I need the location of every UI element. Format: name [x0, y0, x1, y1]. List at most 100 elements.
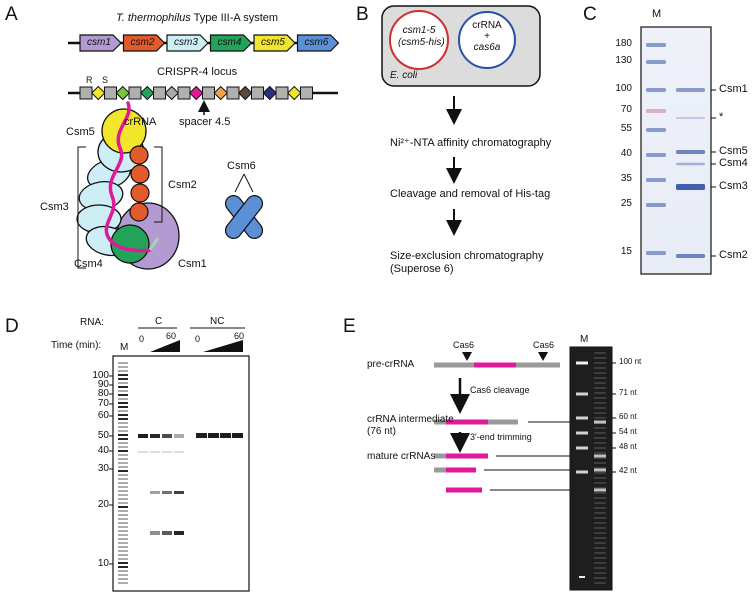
cas6-right-label: Cas6 [533, 340, 555, 350]
product-band [174, 531, 184, 535]
smear [594, 577, 606, 579]
repeat [79, 86, 93, 100]
cas6-site-right [538, 352, 548, 361]
smear [594, 362, 606, 364]
gene-label-csm3: csm3 [174, 37, 198, 48]
protein-band [676, 88, 705, 92]
smear [594, 492, 606, 494]
smear [594, 392, 606, 394]
time-end-nc: 60 [234, 331, 245, 341]
ladder-band [118, 506, 128, 508]
smear [594, 482, 606, 484]
ladder-size-label: 90 [97, 379, 109, 390]
gene-label-csm2: csm2 [130, 37, 155, 48]
substrate-band [232, 433, 243, 438]
protein-band [676, 254, 705, 258]
gel-d-bands [109, 362, 243, 584]
repeat [300, 86, 313, 100]
gel-e-size-label: 100 nt [619, 357, 642, 366]
ladder-band [118, 462, 128, 464]
plasmid-csm [389, 10, 449, 70]
ladder-band [118, 370, 128, 372]
ladder-size-label: 30 [97, 463, 109, 474]
smear [594, 432, 606, 434]
ladder-band [118, 446, 128, 448]
band-label: Csm3 [719, 180, 748, 192]
substrate-band [150, 434, 160, 438]
gene-csm4 [209, 34, 253, 52]
marker-band [576, 431, 588, 435]
smear [594, 522, 606, 524]
csm3-bracket [77, 146, 86, 269]
cleavage-label: Cas6 cleavage [470, 385, 530, 395]
host-label: E. coli [390, 70, 418, 81]
smear [594, 457, 606, 459]
csm2-subunit [130, 164, 150, 184]
complex-csm4-label: Csm4 [74, 258, 103, 270]
ladder-band [118, 434, 128, 436]
panel-letter-a: A [5, 4, 18, 25]
csm2-subunit [129, 145, 149, 165]
ladder-band [118, 458, 128, 460]
smear [594, 497, 606, 499]
ladder-band [118, 538, 128, 540]
gene-csm5 [253, 34, 296, 52]
substrate-band [138, 434, 148, 438]
ladder-size-label: 80 [97, 388, 109, 399]
csm5-subunit [101, 108, 147, 154]
marker-band [646, 128, 666, 132]
gene-csm6 [296, 34, 340, 52]
smear [594, 407, 606, 409]
smear [594, 417, 606, 419]
gene-label-csm1: csm1 [87, 37, 111, 48]
ladder-band [118, 550, 128, 552]
repeat [226, 86, 240, 100]
urea-page-gel [112, 355, 250, 592]
smear [594, 402, 606, 404]
marker-band [646, 251, 666, 255]
marker-size-label: 25 [620, 198, 632, 209]
ladder-size-label: 60 [97, 410, 109, 421]
ladder-size-label: 20 [97, 499, 109, 510]
substrate-band [208, 433, 219, 438]
smear [594, 527, 606, 529]
spacer-pointer-label: spacer 4.5 [179, 116, 231, 128]
spacer [115, 85, 130, 101]
smear [594, 472, 606, 474]
crRNA-band [594, 468, 606, 472]
spacer [262, 85, 277, 101]
marker-band [646, 203, 666, 207]
time-wedge-c [150, 340, 180, 352]
ladder-band [118, 450, 128, 452]
crRNA-band [594, 454, 606, 458]
ladder-band [118, 374, 128, 376]
gel-e-size-label: 42 nt [619, 466, 637, 475]
time-start-c: 0 [139, 334, 145, 344]
mature-label: mature crRNAs [367, 451, 436, 462]
smear [594, 462, 606, 464]
ladder-band [118, 386, 128, 388]
panel-e [434, 346, 616, 591]
panel-letter-e: E [343, 316, 356, 337]
ladder-band [118, 566, 128, 568]
ladder-band [118, 522, 128, 524]
pre-crRNA-label: pre-crRNA [367, 359, 415, 370]
ladder-size-label: 40 [97, 445, 109, 456]
rna-label: RNA: [80, 317, 104, 328]
gene-label-csm4: csm4 [217, 37, 242, 48]
repeat [104, 86, 117, 100]
ladder-band [118, 438, 128, 440]
smear [594, 477, 606, 479]
substrate-band [196, 433, 207, 438]
smear [594, 552, 606, 554]
smear [594, 352, 606, 354]
panel-b [381, 5, 541, 236]
faint-band [174, 451, 184, 453]
ladder-band [118, 382, 128, 384]
smear [594, 387, 606, 389]
locus-title: CRISPR-4 locus [157, 66, 238, 78]
gel-e-marker-label: M [580, 334, 589, 345]
csm6-pointer [234, 173, 245, 193]
marker-band [576, 446, 588, 450]
spacer [238, 85, 253, 101]
